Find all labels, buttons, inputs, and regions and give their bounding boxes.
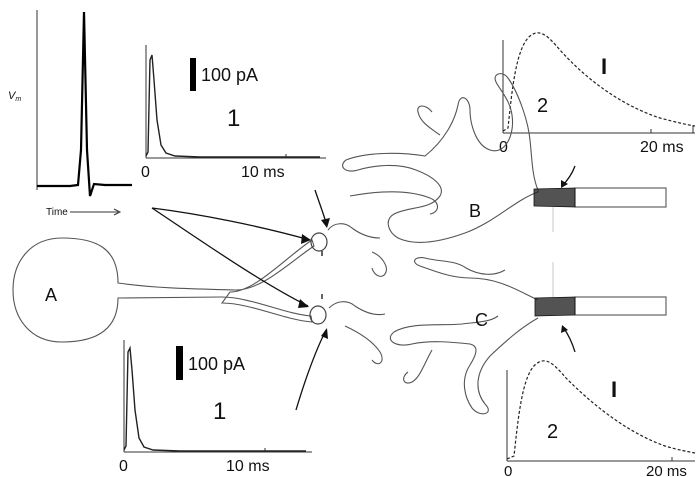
neuron-b-label: B xyxy=(469,201,481,221)
epsc-inset-top-right: I 2 0 20 ms xyxy=(499,32,696,156)
trace-number-label: 1 xyxy=(227,105,240,132)
arrowhead xyxy=(321,218,330,228)
neuron-b-spine-upper xyxy=(327,223,381,239)
neuron-b-upper-branch xyxy=(349,191,439,215)
x-axis-start-label: 0 xyxy=(119,458,128,475)
neuron-b-dendrite xyxy=(417,105,441,136)
x-axis-end-label: 10 ms xyxy=(241,164,285,181)
neuron-c-spine-lower xyxy=(344,325,383,365)
patch-seal-b xyxy=(533,187,576,208)
arrowhead xyxy=(561,180,568,188)
vm-label-main: V xyxy=(8,90,17,102)
epsc-trace xyxy=(145,54,320,158)
scale-bar xyxy=(176,346,183,380)
vm-axis-label: Vm xyxy=(8,90,21,103)
neuron-c-label: C xyxy=(475,310,488,330)
trace-number-label: 2 xyxy=(537,95,548,117)
neuron-b-spine-lower xyxy=(371,251,387,277)
neuron-b-soma xyxy=(342,73,539,243)
epsc-trace xyxy=(502,32,696,132)
scale-bar-label: 100 pA xyxy=(188,354,245,374)
scale-bar xyxy=(190,58,196,91)
epsc-inset-bottom-right: I 2 0 20 ms xyxy=(504,360,696,477)
neuron-b: B xyxy=(327,73,667,277)
scale-mark: I xyxy=(601,54,607,79)
neuron-a-label: A xyxy=(45,285,57,305)
action-potential-trace xyxy=(37,11,132,197)
vm-inset: Vm Time xyxy=(8,10,132,218)
time-axis-label: Time xyxy=(46,207,68,218)
trace-number-label: 1 xyxy=(213,398,226,425)
x-axis-end-label: 10 ms xyxy=(226,458,270,475)
epsc-inset-top-left: 100 pA 1 0 10 ms xyxy=(141,45,326,181)
x-axis-start-label: 0 xyxy=(141,164,150,181)
trace-number-label: 2 xyxy=(547,421,558,443)
arrowhead xyxy=(301,234,311,244)
patch-pipette-b xyxy=(574,187,667,208)
patch-seal-c xyxy=(534,296,576,317)
scale-mark: I xyxy=(611,377,617,402)
neuron-a: A xyxy=(12,232,328,343)
epsc-trace xyxy=(506,360,696,460)
patch-pipette-c xyxy=(574,296,667,316)
time-axis-arrowhead xyxy=(113,208,122,216)
epsc-trace xyxy=(123,345,306,452)
bouton-upper xyxy=(310,232,328,252)
arrow-time-to-upper-bouton xyxy=(151,207,311,241)
arrow-time-to-lower-bouton xyxy=(151,207,309,307)
arrow-inset-to-lower-synapse xyxy=(295,329,327,411)
arrowhead xyxy=(321,328,328,339)
neuron-c: C xyxy=(328,257,667,415)
bouton-lower xyxy=(309,305,327,325)
neuron-c-dendrite xyxy=(403,349,433,384)
neuron-c-spine-upper xyxy=(328,301,386,316)
neuron-c-soma xyxy=(389,257,539,415)
x-axis-end-label: 20 ms xyxy=(640,139,684,156)
x-axis-start-label: 0 xyxy=(504,463,512,477)
x-axis-end-label: 20 ms xyxy=(646,463,687,477)
vm-label-sub: m xyxy=(15,96,21,103)
epsc-inset-bottom-left: 100 pA 1 0 10 ms xyxy=(119,340,312,475)
arrowhead xyxy=(561,325,568,333)
annotation-arrows xyxy=(151,165,576,411)
neuron-a-body xyxy=(12,237,315,343)
arrowhead xyxy=(298,299,309,308)
scale-bar-label: 100 pA xyxy=(201,65,258,85)
